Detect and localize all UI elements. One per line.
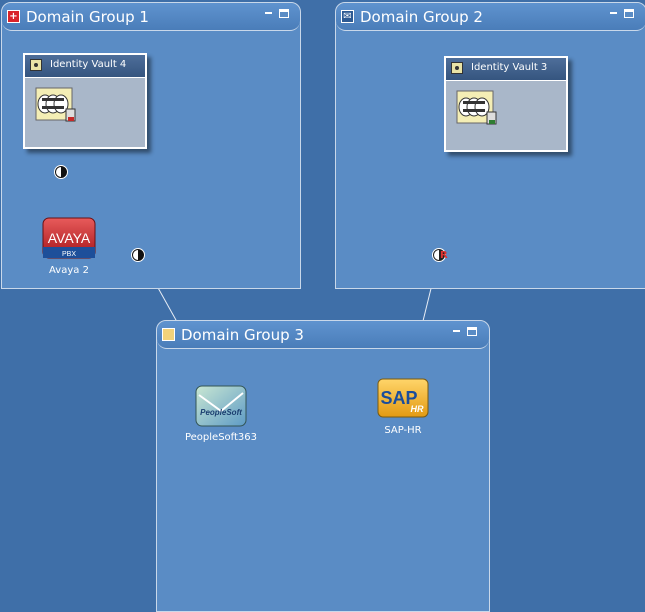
- sap-hr-icon[interactable]: SAP HR: [377, 378, 429, 418]
- domain-group-1-header[interactable]: + Domain Group 1: [2, 3, 300, 31]
- avaya-label: Avaya 2: [49, 265, 89, 276]
- peoplesoft-label: PeopleSoft363: [184, 432, 258, 443]
- yellow-folder-icon: [162, 328, 175, 341]
- domain-group-3[interactable]: Domain Group 3: [156, 320, 490, 612]
- driver-connector-peoplesoft[interactable]: [131, 248, 145, 262]
- driver-connector-sap[interactable]: R: [432, 248, 448, 262]
- domain-group-2-title: Domain Group 2: [360, 8, 483, 26]
- peoplesoft-icon[interactable]: PeopleSoft: [195, 385, 247, 427]
- domain-group-3-header[interactable]: Domain Group 3: [157, 321, 489, 349]
- identity-vault-3[interactable]: Identity Vault 3: [444, 56, 568, 152]
- identity-vault-4-title: Identity Vault 4: [50, 59, 127, 70]
- peoplesoft-logo-text: PeopleSoft: [200, 408, 242, 417]
- avaya-pbx-icon[interactable]: AVAYA PBX: [42, 217, 96, 259]
- maximize-button[interactable]: [467, 327, 477, 336]
- red-cross-icon: +: [7, 10, 20, 23]
- sap-logo-text: SAP: [380, 388, 417, 408]
- identity-vault-3-title: Identity Vault 3: [471, 62, 548, 73]
- sap-label: SAP-HR: [384, 425, 422, 436]
- minimize-button[interactable]: [609, 9, 619, 18]
- identity-vault-4[interactable]: Identity Vault 4: [23, 53, 147, 149]
- domain-group-1-title: Domain Group 1: [26, 8, 149, 26]
- domain-group-3-title: Domain Group 3: [181, 326, 304, 344]
- connector-r-letter: R: [440, 250, 448, 261]
- identity-vault-servers-icon[interactable]: [35, 87, 77, 123]
- sap-logo-sub: HR: [411, 404, 424, 414]
- vault-icon: [30, 59, 42, 71]
- identity-vault-3-header[interactable]: Identity Vault 3: [446, 58, 566, 81]
- maximize-button[interactable]: [279, 9, 289, 18]
- avaya-logo-text: AVAYA: [48, 230, 91, 246]
- domain-group-2-header[interactable]: ✉ Domain Group 2: [336, 3, 645, 31]
- avaya-logo-sub: PBX: [62, 251, 76, 258]
- minimize-button[interactable]: [452, 327, 462, 336]
- minimize-button[interactable]: [264, 9, 274, 18]
- identity-vault-servers-icon[interactable]: [456, 90, 498, 126]
- envelope-icon: ✉: [341, 10, 354, 23]
- identity-vault-4-header[interactable]: Identity Vault 4: [25, 55, 145, 78]
- vault-icon: [451, 62, 463, 74]
- driver-connector-avaya[interactable]: [54, 165, 68, 179]
- maximize-button[interactable]: [624, 9, 634, 18]
